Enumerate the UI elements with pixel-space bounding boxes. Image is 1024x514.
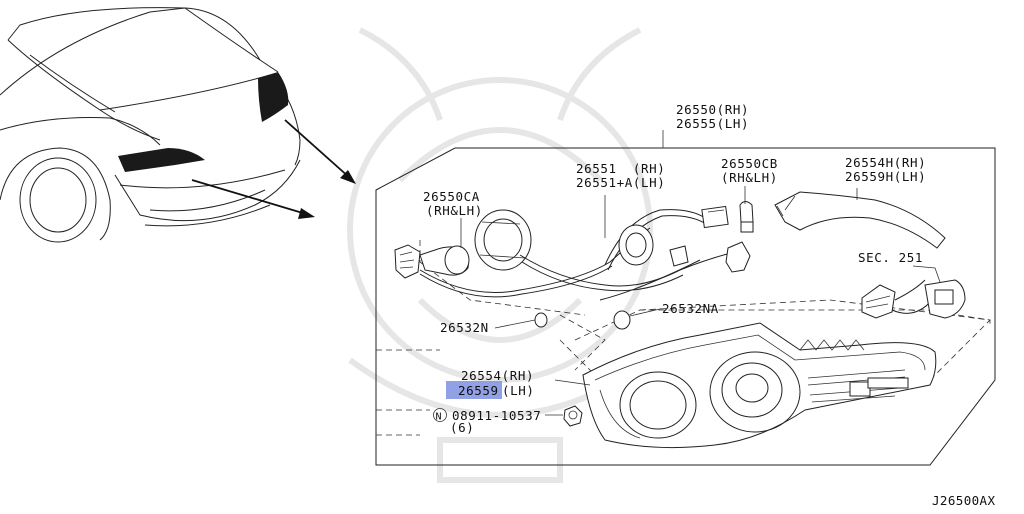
sec-251-switch (861, 279, 966, 319)
leader-lines (460, 130, 941, 416)
diagram-code: J26500AX (932, 493, 995, 508)
arrow-lower (191, 179, 315, 219)
label-nut-code: 08911-10537 (452, 408, 541, 423)
label-finisher-rh: 26554H(RH) (845, 155, 926, 170)
label-lens-rh: 26554(RH) (461, 368, 534, 383)
arrow-upper (284, 119, 356, 184)
label-lens-side: (LH) (502, 383, 535, 398)
highlight-box (446, 381, 502, 399)
assembly-frame (375, 147, 996, 466)
label-nut-qty: (6) (450, 420, 474, 435)
grommet-26532na (613, 310, 631, 330)
label-grommet-na: 26532NA (662, 301, 719, 316)
label-grommet-n: 26532N (440, 320, 489, 335)
label-socket-code: 26550CA (423, 189, 480, 204)
label-lens-code: 26559 (458, 383, 499, 398)
nut-08911 (563, 405, 583, 427)
label-socket-side: (RH&LH) (426, 203, 483, 218)
grommet-26532n (534, 312, 548, 328)
vehicle-rear-illustration (0, 7, 301, 243)
label-harness-rh: 26551 (RH) (576, 161, 665, 176)
label-bulb-code: 26550CB (721, 156, 778, 171)
nut-symbol: N (436, 412, 443, 423)
label-assembly-lh: 26555(LH) (676, 116, 749, 131)
lens-body-26554 (582, 322, 937, 449)
harness-26551 (419, 205, 751, 301)
label-harness-lh: 26551+A(LH) (576, 175, 665, 190)
socket-26550ca (394, 209, 532, 279)
label-bulb-side: (RH&LH) (721, 170, 778, 185)
nut-symbol-circle (433, 408, 447, 422)
finisher-26554h (774, 191, 946, 249)
label-assembly-rh: 26550(RH) (676, 102, 749, 117)
label-finisher-lh: 26559H(LH) (845, 169, 926, 184)
bulb-26550cb (739, 201, 754, 233)
label-section-ref: SEC. 251 (858, 250, 923, 265)
